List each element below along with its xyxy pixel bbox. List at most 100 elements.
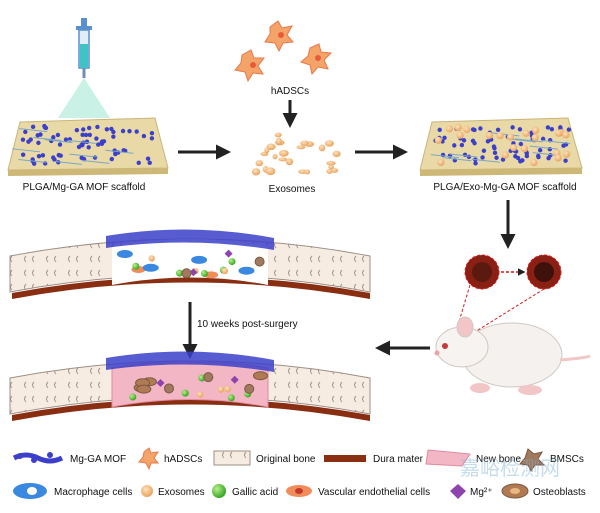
exosome-particle xyxy=(300,140,309,146)
mof-particle xyxy=(481,148,487,153)
fiber-strand xyxy=(514,138,543,143)
mof-particle xyxy=(537,148,543,153)
mof-particle xyxy=(20,152,26,157)
scaffold-right-label: PLGA/Exo-Mg-GA MOF scaffold xyxy=(433,182,576,193)
mof-particle xyxy=(42,123,47,129)
mof-particle xyxy=(546,155,551,161)
legend-bmscs-label: BMSCs xyxy=(550,454,584,465)
mof-particle xyxy=(92,155,98,160)
exosome-particle xyxy=(562,131,570,139)
mof-particle xyxy=(517,127,523,132)
legend-newbone-icon xyxy=(425,449,471,467)
legend-mg-icon xyxy=(450,484,466,499)
bmsc-cell xyxy=(203,372,214,383)
legend-exosomes-icon xyxy=(141,485,153,497)
exosome-particle xyxy=(196,391,204,398)
exosome-particle xyxy=(272,153,278,160)
mof-particle xyxy=(81,127,86,132)
post-surgery-label: 10 weeks post-surgery xyxy=(197,319,298,330)
mof-particle xyxy=(74,127,80,133)
exosome-particle xyxy=(296,145,306,150)
mof-particle xyxy=(459,142,465,148)
mof-particle xyxy=(80,132,85,138)
mof-particle xyxy=(470,127,476,132)
fiber-strand xyxy=(53,160,82,165)
mof-particle xyxy=(56,152,61,158)
mof-particle xyxy=(147,160,152,166)
mof-particle xyxy=(473,161,478,166)
mof-particle xyxy=(30,124,36,129)
macrophage-cell xyxy=(238,266,255,275)
mg-ion xyxy=(230,375,239,384)
mg-ion xyxy=(224,249,233,258)
bmsc-cell xyxy=(181,268,192,279)
mof-particle xyxy=(141,133,147,139)
macrophage-cell xyxy=(142,263,159,272)
legend: Mg-GA MOF hADSCs Original bone Dura mate… xyxy=(12,447,586,499)
exosome-particle xyxy=(318,144,326,152)
mof-particle xyxy=(51,155,56,160)
mof-particle xyxy=(51,135,56,140)
legend-vascular-label: Vascular endothelial cells xyxy=(318,487,430,498)
exosome-particle xyxy=(485,131,494,140)
fiber-strand xyxy=(443,157,472,162)
scaffold-right-illustration xyxy=(419,117,583,176)
mof-particle xyxy=(136,160,141,165)
mof-particle xyxy=(461,138,467,143)
mof-particle xyxy=(437,127,442,133)
mof-particle xyxy=(466,154,472,160)
fiber-strand xyxy=(542,140,571,145)
mof-particle xyxy=(485,139,491,144)
mof-particle xyxy=(495,127,501,133)
mof-particle xyxy=(121,148,126,153)
exosome-particle xyxy=(501,151,509,159)
mof-particle xyxy=(510,125,515,130)
calvaria-before xyxy=(9,229,371,299)
legend-gallic-label: Gallic acid xyxy=(232,487,278,498)
legend-dura-label: Dura mater xyxy=(373,454,424,465)
mof-particle xyxy=(470,138,476,144)
fiber-strand xyxy=(449,153,478,158)
exosome-particle xyxy=(506,133,515,141)
gallic-acid-particle xyxy=(129,393,137,401)
mof-particle xyxy=(549,127,555,132)
legend-bone-label: Original bone xyxy=(256,454,316,465)
fiber-strand xyxy=(18,158,47,163)
exosome-particle xyxy=(304,169,311,175)
exosome-particle xyxy=(265,167,276,176)
exosome-particle xyxy=(463,125,471,133)
macrophage-cell xyxy=(116,250,133,259)
gallic-acid-particle xyxy=(200,269,208,277)
mof-particle xyxy=(111,134,116,139)
mof-particle xyxy=(145,156,151,161)
exosome-particle xyxy=(326,160,336,166)
mof-particle xyxy=(115,150,121,155)
exosome-particle xyxy=(275,137,283,146)
mof-particle xyxy=(63,137,69,142)
calvaria-after xyxy=(9,351,371,421)
mof-particle xyxy=(23,129,28,135)
exosomes-label: Exosomes xyxy=(269,184,316,195)
exosome-particle xyxy=(434,136,442,144)
exosome-particle xyxy=(456,131,464,139)
gallic-acid-particle xyxy=(132,262,140,270)
bmsc-cell xyxy=(163,383,174,394)
fiber-strand xyxy=(529,145,558,150)
mof-particle xyxy=(149,130,155,136)
gallic-acid-particle xyxy=(227,394,235,402)
mof-particle xyxy=(540,136,546,142)
mof-particle xyxy=(96,142,101,147)
exosome-particle xyxy=(531,134,539,142)
mof-particle xyxy=(57,142,63,147)
exosome-particle xyxy=(332,150,341,158)
mof-particle xyxy=(28,137,33,142)
legend-osteoblast-icon xyxy=(501,483,529,499)
fiber-strand xyxy=(67,139,96,144)
mof-particle xyxy=(86,125,92,131)
mof-particle xyxy=(95,124,100,130)
exosome-particle xyxy=(148,255,155,262)
exosome-particle xyxy=(454,123,462,132)
mof-particle xyxy=(518,141,524,147)
mof-particle xyxy=(83,132,89,138)
exosome-particle xyxy=(255,160,264,167)
